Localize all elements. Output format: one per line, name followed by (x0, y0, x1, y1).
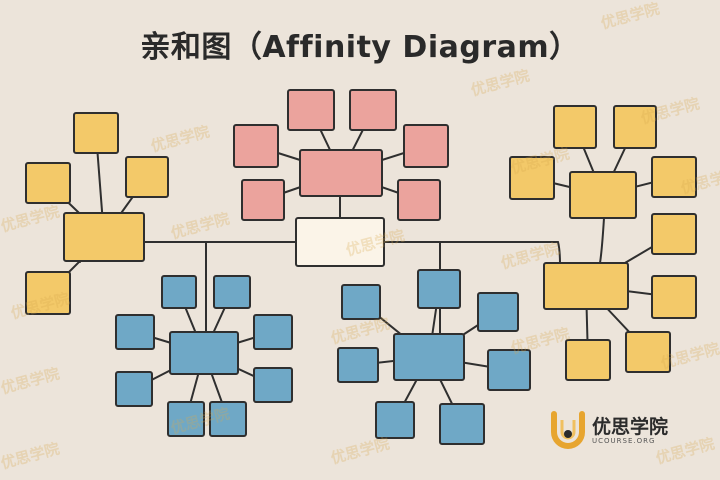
yellow-item-card (651, 156, 697, 198)
logo-u-icon (551, 411, 585, 449)
logo: 优思学院 UCOURSE.ORG (548, 408, 688, 452)
logo-url: UCOURSE.ORG (592, 437, 656, 445)
blue-item-card (375, 401, 415, 439)
blue-item-card (417, 269, 461, 309)
blue-item-card (253, 367, 293, 403)
blue-item-card (115, 371, 153, 407)
pink-item-card (403, 124, 449, 168)
blue-item-card (115, 314, 155, 350)
pink-item-card (241, 179, 285, 221)
pink-item-card (349, 89, 397, 131)
yellow-item-card (553, 105, 597, 149)
pink-item-card (397, 179, 441, 221)
central-header-card (295, 217, 385, 267)
blue-item-card (439, 403, 485, 445)
blue-item-card (341, 284, 381, 320)
pink-item-card (287, 89, 335, 131)
blue-header-card (169, 331, 239, 375)
yellow-item-card (25, 271, 71, 315)
yellow-item-card (625, 331, 671, 373)
yellow-item-card (651, 275, 697, 319)
blue-item-card (253, 314, 293, 350)
yellow-header-card (63, 212, 145, 262)
yellow-item-card (25, 162, 71, 204)
page-title: 亲和图（Affinity Diagram） (140, 30, 580, 65)
blue-header-card (393, 333, 465, 381)
pink-item-card (233, 124, 279, 168)
yellow-item-card (613, 105, 657, 149)
yellow-item-card (651, 213, 697, 255)
blue-item-card (167, 401, 205, 437)
yellow-item-card (125, 156, 169, 198)
yellow-header-card (569, 171, 637, 219)
blue-item-card (161, 275, 197, 309)
pink-header-card (299, 149, 383, 197)
blue-item-card (487, 349, 531, 391)
yellow-item-card (565, 339, 611, 381)
blue-item-card (209, 401, 247, 437)
yellow-item-card (509, 156, 555, 200)
blue-item-card (337, 347, 379, 383)
blue-item-card (213, 275, 251, 309)
blue-item-card (477, 292, 519, 332)
yellow-header-card (543, 262, 629, 310)
connector-line (557, 241, 561, 265)
connector-line (599, 217, 605, 264)
yellow-item-card (73, 112, 119, 154)
logo-name: 优思学院 (592, 416, 669, 438)
